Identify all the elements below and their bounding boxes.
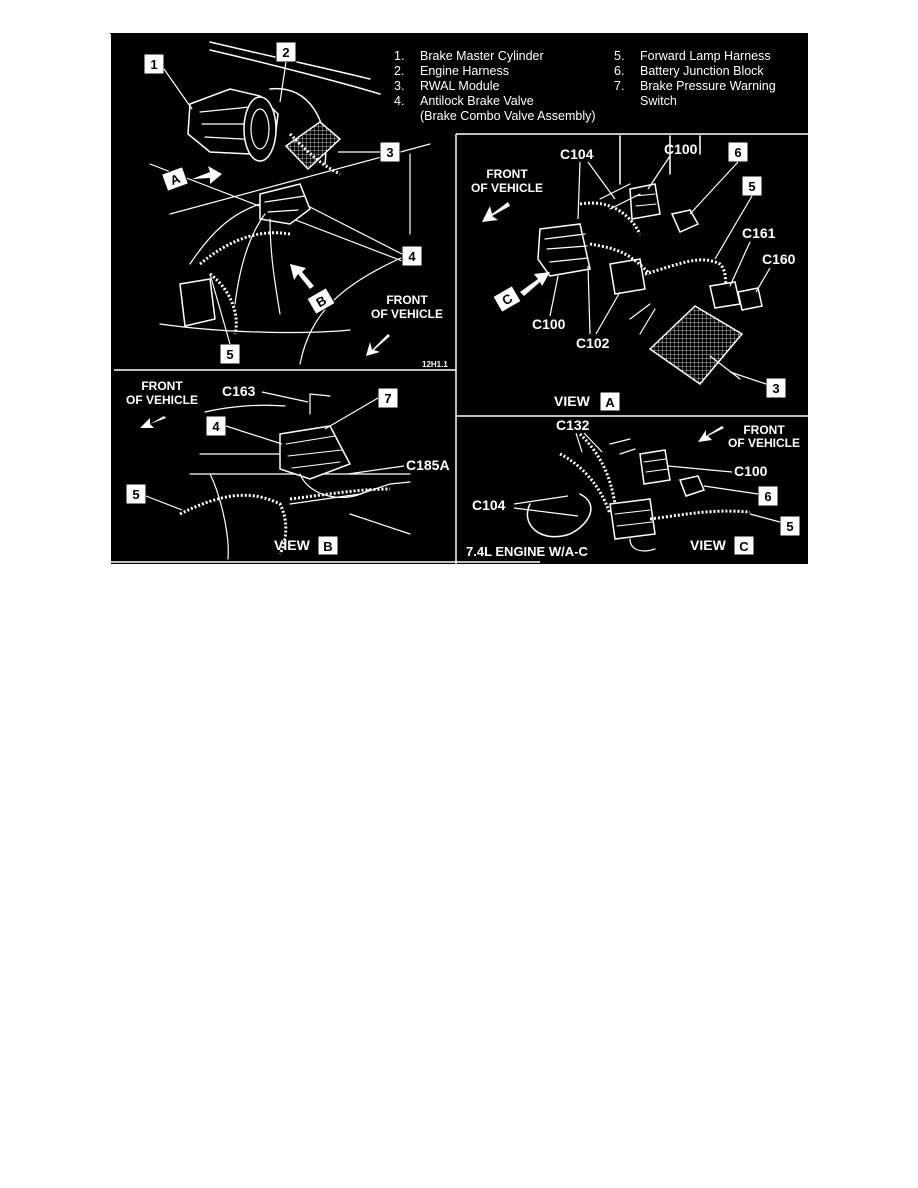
svg-text:7: 7 [384, 391, 391, 406]
view-c-c132-label: C132 [556, 417, 590, 433]
view-b-panel: FRONT OF VEHICLE C163 7 4 C185A [125, 379, 450, 560]
svg-text:4: 4 [408, 249, 416, 264]
callout-4: 4 [307, 205, 423, 267]
legend-text-6: Battery Junction Block [640, 64, 764, 78]
view-c-front-arrow-icon [698, 426, 724, 442]
main-view-drawing: 1 2 3 4 5 A [143, 41, 448, 369]
view-a-title: VIEW [554, 393, 591, 409]
legend-text-1: Brake Master Cylinder [420, 49, 544, 63]
view-c-callout-6: 6 [703, 485, 779, 507]
view-a-front-label-2: OF VEHICLE [471, 181, 543, 195]
view-b-letter-box [317, 535, 339, 556]
legend-text-5: Forward Lamp Harness [640, 49, 771, 63]
view-b-callout-5: 5 [125, 483, 183, 511]
diagram-canvas: 1. Brake Master Cylinder 2. Engine Harne… [110, 34, 808, 564]
view-c-callout-5: 5 [749, 513, 801, 537]
main-front-arrow-icon [366, 334, 390, 356]
svg-text:5: 5 [786, 519, 793, 534]
view-a-front-label: FRONT [486, 167, 528, 181]
view-a-c104-label: C104 [560, 146, 594, 162]
view-a-c100-bottom-label: C100 [532, 316, 566, 332]
svg-text:5: 5 [748, 179, 755, 194]
view-a-c102-label: C102 [576, 335, 610, 351]
panel-dividers [110, 34, 808, 564]
view-c-front-label-2: OF VEHICLE [728, 436, 800, 450]
view-a-c100-top-label: C100 [664, 141, 698, 157]
view-a-letter-box [599, 391, 621, 412]
legend-text-3: RWAL Module [420, 79, 499, 93]
legend-num-5: 5. [614, 49, 624, 63]
svg-text:3: 3 [386, 145, 393, 160]
view-b-front-arrow-icon [140, 416, 166, 428]
view-a-c160-label: C160 [762, 251, 796, 267]
view-a-front-arrow-icon [482, 202, 510, 222]
callout-1: 1 [143, 53, 193, 110]
view-c-panel: FRONT OF VEHICLE C132 C100 6 C104 5 [466, 417, 801, 559]
view-c-title: VIEW [690, 537, 727, 553]
legend-text-7b: Switch [640, 94, 677, 108]
callout-5: 5 [209, 273, 241, 365]
view-a-callout-5: 5 [714, 175, 763, 260]
legend-num-4: 4. [394, 94, 404, 108]
legend: 1. Brake Master Cylinder 2. Engine Harne… [394, 49, 776, 123]
view-b-front-label: FRONT [141, 379, 183, 393]
view-b-c185a-label: C185A [406, 457, 450, 473]
view-a-panel: FRONT OF VEHICLE C C104 C100 [471, 135, 796, 412]
view-b-title: VIEW [274, 537, 311, 553]
view-a-c161-label: C161 [742, 225, 776, 241]
view-b-callout-4: 4 [205, 415, 283, 445]
view-c-marker: C [492, 272, 550, 313]
view-c-letter-box [733, 535, 755, 556]
legend-num-1: 1. [394, 49, 404, 63]
view-b-c163-label: C163 [222, 383, 256, 399]
legend-num-7: 7. [614, 79, 624, 93]
svg-text:6: 6 [734, 145, 741, 160]
svg-text:2: 2 [282, 45, 289, 60]
legend-text-2: Engine Harness [420, 64, 509, 78]
view-c-front-label: FRONT [743, 423, 785, 437]
main-front-label: FRONT [386, 293, 428, 307]
callout-2: 2 [275, 41, 297, 103]
view-c-c100-label: C100 [734, 463, 768, 479]
view-a-letter: A [605, 395, 615, 410]
view-c-engine-note: 7.4L ENGINE W/A-C [466, 544, 588, 559]
svg-text:5: 5 [132, 487, 139, 502]
view-c-letter: C [739, 539, 749, 554]
view-b-letter: B [323, 539, 332, 554]
legend-num-3: 3. [394, 79, 404, 93]
view-a-callout-3: 3 [729, 371, 787, 399]
legend-num-2: 2. [394, 64, 404, 78]
view-b-callout-7: 7 [324, 387, 399, 430]
svg-text:5: 5 [226, 347, 233, 362]
view-b-marker: B [290, 264, 336, 315]
wiring-diagram-figure: 1. Brake Master Cylinder 2. Engine Harne… [110, 33, 808, 564]
svg-text:6: 6 [764, 489, 771, 504]
svg-text:4: 4 [212, 419, 220, 434]
callout-3: 3 [338, 141, 401, 163]
view-a-marker: A [160, 166, 222, 192]
svg-text:1: 1 [150, 57, 157, 72]
main-front-label-2: OF VEHICLE [371, 307, 443, 321]
legend-text-7: Brake Pressure Warning [640, 79, 776, 93]
legend-text-4b: (Brake Combo Valve Assembly) [420, 109, 596, 123]
legend-text-4: Antilock Brake Valve [420, 94, 534, 108]
svg-text:3: 3 [772, 381, 779, 396]
figure-code: 12H1.1 [422, 360, 448, 369]
view-c-c104-label: C104 [472, 497, 506, 513]
legend-num-6: 6. [614, 64, 624, 78]
view-b-front-label-2: OF VEHICLE [126, 393, 198, 407]
view-a-callout-6: 6 [689, 141, 749, 215]
